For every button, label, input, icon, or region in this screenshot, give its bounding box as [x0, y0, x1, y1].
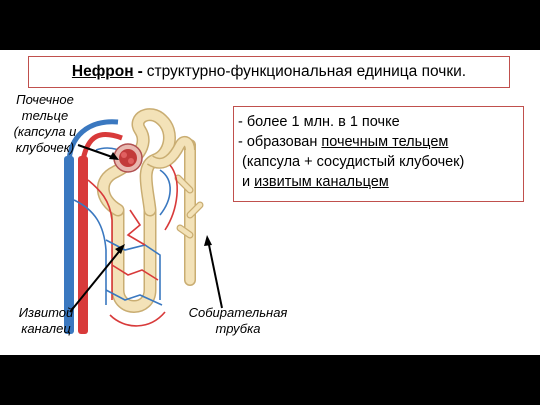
- label-corpuscle-line-3: (капсула и: [13, 124, 77, 139]
- loop-of-henle: [111, 210, 157, 313]
- info-line-3: (капсула + сосудистый клубочек): [242, 154, 465, 170]
- info-line-2: - образован почечным тельцем: [238, 132, 523, 152]
- label-tubule-line-2: каналец: [21, 321, 71, 336]
- info-line-4-prefix: и: [242, 174, 255, 190]
- label-duct-line-1: Собирательная: [188, 305, 288, 320]
- label-corpuscle-line-2: тельце: [21, 108, 69, 123]
- convoluted-tubule: [96, 108, 196, 217]
- pointer-tubule: [69, 244, 125, 313]
- peritubular-capillaries: [73, 147, 178, 327]
- nephron-diagram: [64, 108, 223, 334]
- label-tubule-line-1: Извитой: [18, 305, 74, 320]
- title-text: структурно-функциональная единица почки.: [146, 63, 467, 80]
- info-line-2-prefix: - образован: [238, 134, 322, 150]
- collecting-duct: [174, 139, 204, 286]
- title-box: Нефрон - структурно-функциональная едини…: [28, 56, 510, 88]
- title-term: Нефрон: [71, 63, 134, 80]
- info-line-4-term: извитым канальцем: [254, 174, 389, 190]
- label-convoluted-tubule: Извитой каналец: [14, 305, 78, 337]
- label-duct-line-2: трубка: [215, 321, 261, 336]
- vein-branch-top: [66, 119, 119, 161]
- info-box: - более 1 млн. в 1 почке - образован поч…: [233, 106, 524, 202]
- pointer-corpuscle: [77, 144, 119, 160]
- artery-branch-top: [80, 132, 123, 161]
- pointer-duct: [204, 235, 223, 309]
- label-collecting-duct: Собирательная трубка: [178, 305, 298, 337]
- label-corpuscle-line-1: Почечное: [16, 92, 74, 107]
- label-renal-corpuscle: Почечное тельце (капсула и клубочек): [2, 92, 88, 156]
- slide: Нефрон - структурно-функциональная едини…: [0, 50, 540, 355]
- vein-trunk: [64, 156, 74, 334]
- renal-corpuscle: [113, 143, 143, 173]
- artery-trunk: [78, 156, 88, 334]
- title-dash: -: [137, 63, 143, 80]
- info-line-2-term: почечным тельцем: [321, 134, 449, 150]
- info-line-4: и извитым канальцем: [238, 172, 523, 192]
- info-line-1: - более 1 млн. в 1 почке: [238, 114, 400, 130]
- label-corpuscle-line-4: клубочек): [15, 140, 75, 155]
